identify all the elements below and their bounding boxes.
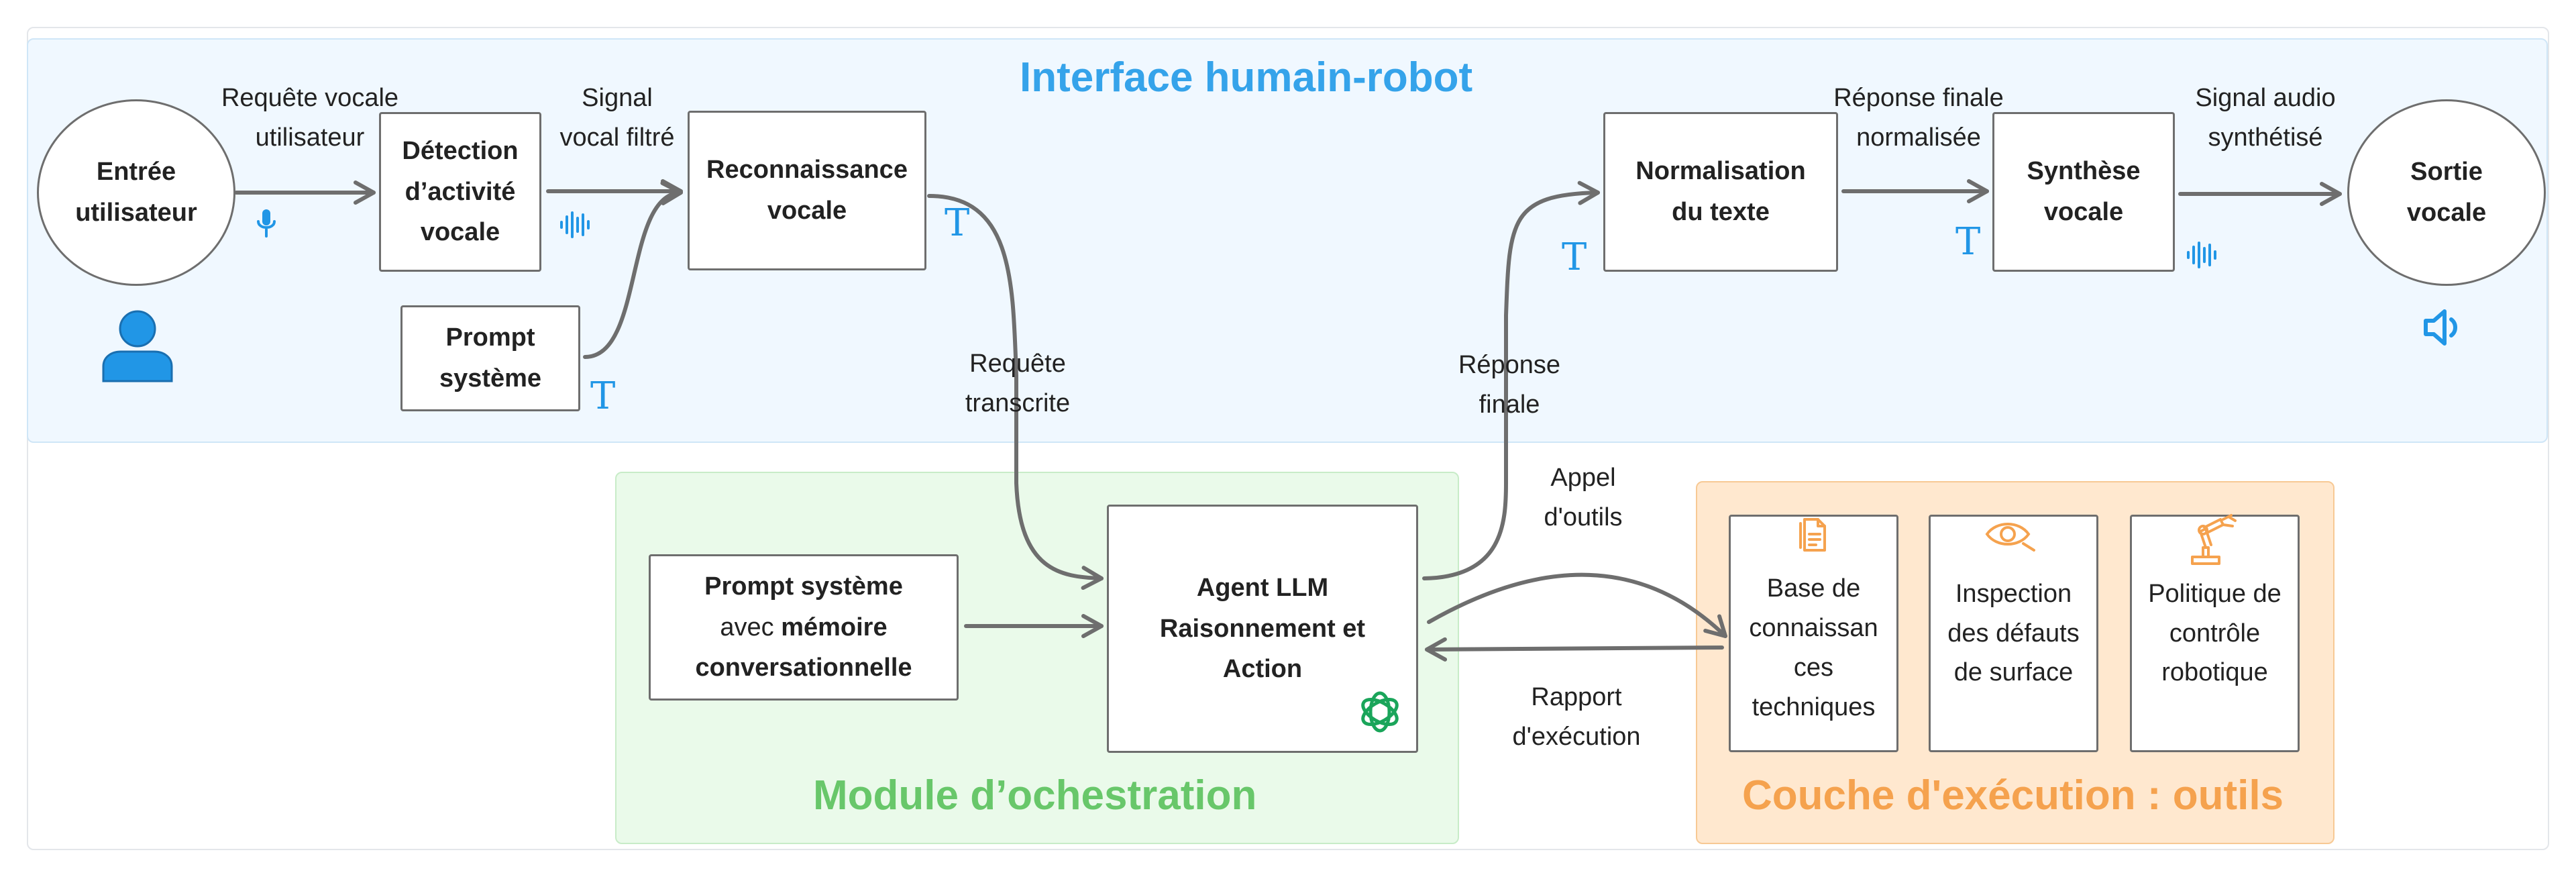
label-final-response: Réponse finale: [1458, 351, 1561, 419]
arrow-tools-to-agent: [1425, 637, 1724, 662]
audio-waveform-icon: [2187, 242, 2216, 268]
label-normalized-response: Réponse finale normalisée: [1833, 84, 2004, 152]
text-type-icon: T: [590, 374, 616, 418]
label-transcribed-request: Requête transcrite: [965, 350, 1071, 417]
microphone-icon: [257, 209, 276, 238]
robot-arm-icon: [2191, 514, 2237, 565]
voice-activity-detection-box: Détection d’activité vocale: [379, 112, 541, 272]
arrow-asr-to-agent: [927, 194, 1104, 590]
audio-waveform-icon: [560, 211, 590, 238]
region-title-orchestration: Module d’ochestration: [813, 772, 1257, 819]
memory-prompt-line1: Prompt système: [704, 572, 903, 601]
openai-logo-icon: [1361, 691, 1399, 733]
tool-robot-control-box: Politique de contrôle robotique: [2130, 515, 2300, 752]
user-avatar-icon: [102, 310, 173, 382]
label-synthesized-audio: Signal audio synthétisé: [2195, 84, 2336, 152]
user-input-node: Entrée utilisateur: [37, 99, 235, 286]
speech-recognition-box: Reconnaissance vocale: [688, 111, 926, 270]
memory-prompt-with: avec: [720, 613, 782, 641]
text-type-icon: T: [1955, 220, 1981, 264]
arrow-sysprompt-to-asr: [583, 181, 683, 359]
label-user-request: Requête vocale utilisateur: [221, 84, 399, 152]
memory-prompt-memory: mémoire: [781, 613, 888, 641]
tool-surface-inspection-box: Inspection des défauts de surface: [1929, 515, 2098, 752]
text-type-icon: T: [1562, 236, 1587, 279]
memory-prompt-line3: conversationnelle: [695, 654, 912, 682]
memory-prompt-line2: avec mémoire: [720, 607, 887, 648]
label-execution-report: Rapport d'exécution: [1512, 683, 1641, 751]
eye-inspection-icon: [1985, 523, 2035, 552]
memory-prompt-box: Prompt système avec mémoire conversation…: [649, 554, 959, 701]
label-filtered-signal: Signal vocal filtré: [559, 84, 675, 152]
text-normalization-box: Normalisation du texte: [1603, 112, 1838, 272]
arrow-agent-to-tools: [1427, 572, 1727, 638]
region-title-execution: Couche d'exécution : outils: [1742, 772, 2284, 819]
speech-synthesis-box: Synthèse vocale: [1992, 112, 2175, 272]
system-prompt-box: Prompt système: [400, 305, 580, 411]
text-type-icon: T: [945, 201, 970, 245]
label-tool-call: Appel d'outils: [1544, 464, 1623, 531]
region-title-hri: Interface humain-robot: [1020, 54, 1473, 101]
tool-knowledge-base-box: Base de connaissan ces techniques: [1729, 515, 1898, 752]
speaker-volume-icon: [2424, 309, 2457, 346]
arrow-agent-to-norm: [1422, 180, 1600, 580]
voice-output-node: Sortie vocale: [2347, 99, 2546, 286]
document-icon: [1799, 518, 1826, 552]
